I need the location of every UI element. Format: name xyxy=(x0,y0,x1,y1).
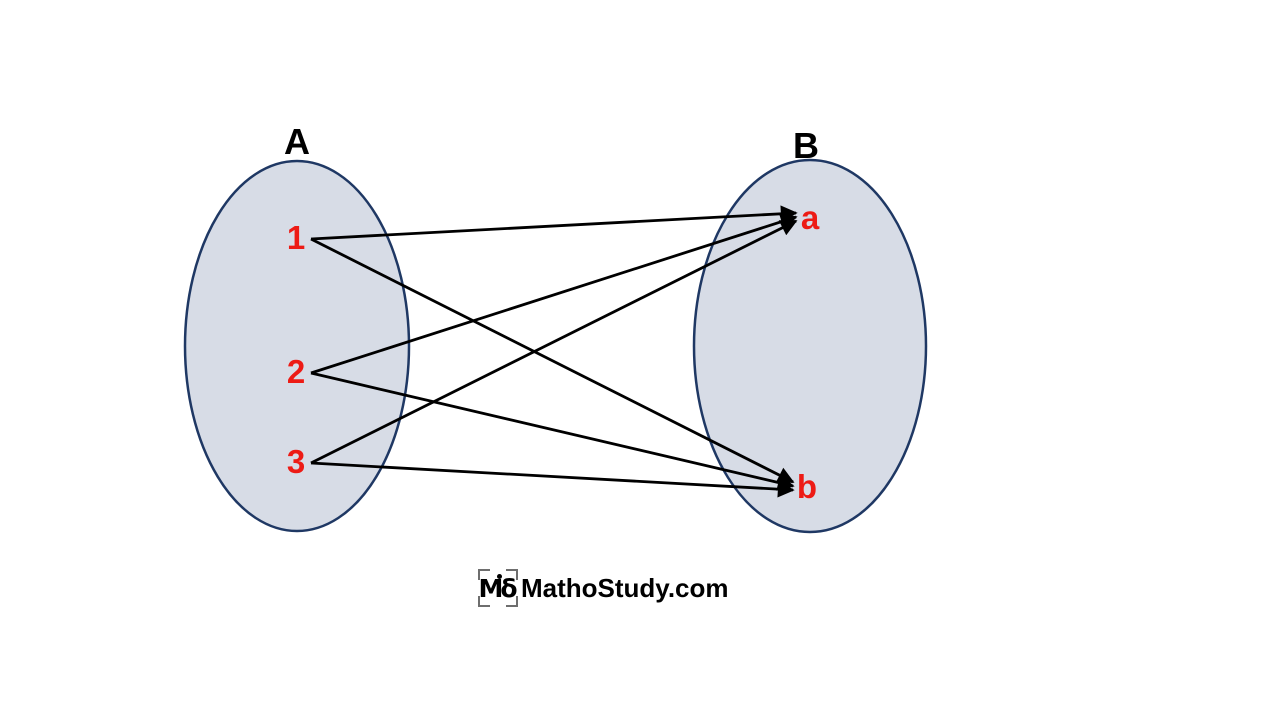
arrow-3-to-b xyxy=(310,461,795,498)
set-b-label: B xyxy=(793,125,819,166)
brand-watermark: Mδ MathoStudy.com xyxy=(478,569,729,607)
logo-frame-corner xyxy=(506,596,518,607)
logo-dot xyxy=(497,574,502,579)
set-a-ellipse xyxy=(183,159,411,533)
brand-logo-icon: Mδ xyxy=(478,569,518,607)
arrow-2-to-b xyxy=(310,371,795,491)
logo-mark: Mδ xyxy=(478,573,517,603)
brand-text: MathoStudy.com xyxy=(521,572,729,603)
set-b-ellipse xyxy=(692,158,928,534)
element-b: b xyxy=(797,468,817,505)
arrow-3-to-a xyxy=(310,219,798,465)
element-3: 3 xyxy=(287,443,305,480)
set-a-label: A xyxy=(284,121,310,162)
element-1: 1 xyxy=(287,219,305,256)
logo-frame-corner xyxy=(478,596,490,607)
arrow-1-to-a xyxy=(310,205,798,241)
logo-frame-corner xyxy=(506,569,518,580)
arrow-2-to-a xyxy=(310,213,798,375)
arrow-1-to-b xyxy=(310,237,795,484)
logo-frame-corner xyxy=(478,569,490,580)
element-a: a xyxy=(801,199,820,236)
element-2: 2 xyxy=(287,353,305,390)
